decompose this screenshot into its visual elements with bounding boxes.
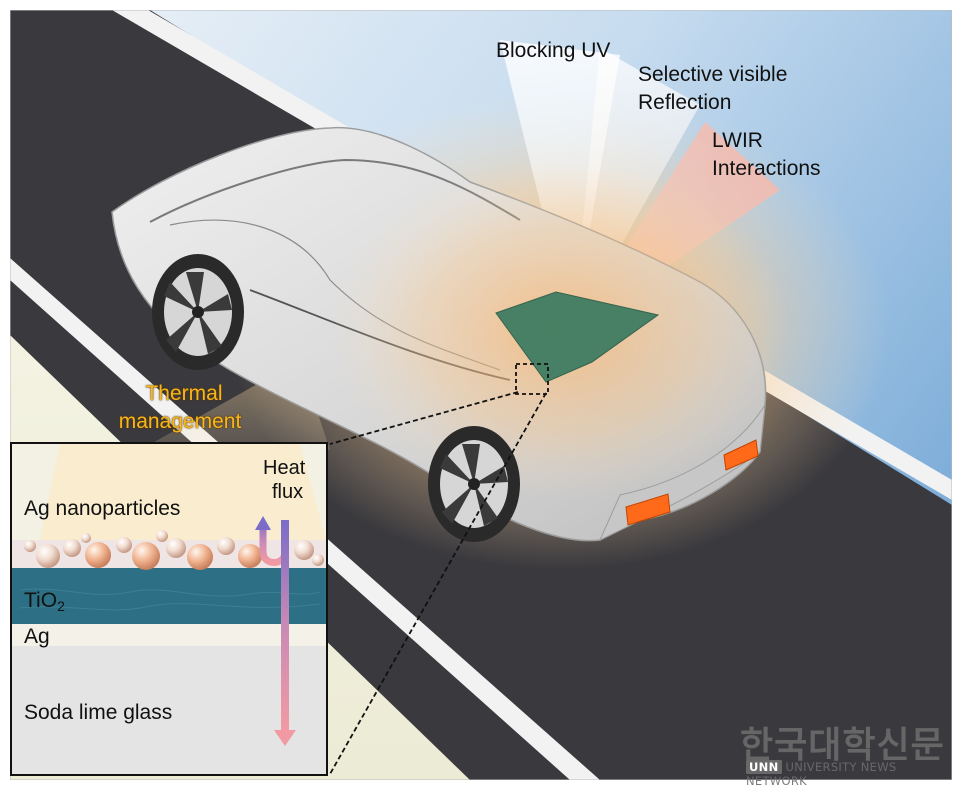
ag-layer-label: Ag [24, 625, 50, 648]
heat-flux-label-line1: Heat [263, 457, 306, 479]
tio2-label: TiO2 [24, 589, 65, 614]
car-body [111, 127, 790, 542]
thermal-label-line2: management [118, 410, 242, 433]
soda-lime-glass-label: Soda lime glass [24, 701, 173, 724]
blocking-uv-label: Blocking UV [496, 39, 611, 62]
lwir-label-line1: LWIR [712, 129, 763, 152]
watermark-english: UNIVERSITY NEWS NETWORK [746, 760, 897, 788]
inset-layer-stack [12, 444, 326, 774]
lwir-label-line2: Interactions [712, 157, 821, 180]
thermal-label-line1: Thermal [145, 382, 223, 405]
selective-visible-label-line1: Selective visible [638, 63, 788, 86]
selective-visible-label-line2: Reflection [638, 91, 732, 114]
front-wheel [428, 426, 520, 542]
watermark-korean: 한국대학신문 [740, 725, 945, 766]
heat-flux-label-line2: flux [272, 481, 304, 503]
ag-nanoparticles-label: Ag nanoparticles [24, 497, 181, 520]
heat-flux-arrow [255, 516, 296, 746]
watermark-badge: UNN [746, 760, 782, 774]
rear-wheel [152, 254, 244, 370]
ag-nanoparticle-spheres [24, 530, 324, 570]
